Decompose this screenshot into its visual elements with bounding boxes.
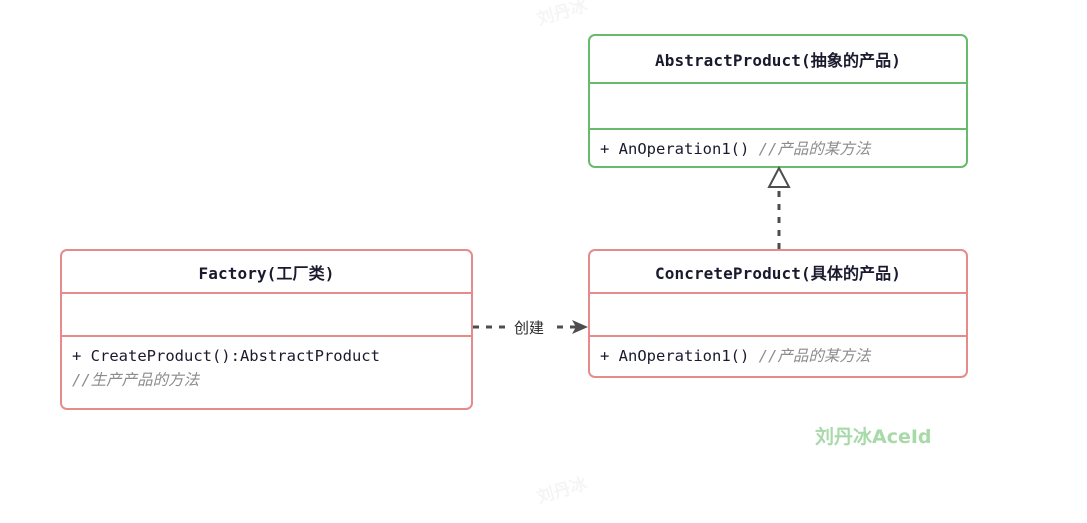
operation-row: + AnOperation1() //产品的某方法 — [600, 344, 956, 368]
watermark-faint-bottom: 刘丹冰 — [534, 473, 590, 508]
watermark-faint-top: 刘丹冰 — [534, 0, 590, 30]
class-divider — [590, 128, 966, 130]
operation-row: + AnOperation1() //产品的某方法 — [600, 137, 956, 161]
class-title-concrete-product: ConcreteProduct(具体的产品) — [655, 263, 901, 283]
class-operations-abstract-product: + AnOperation1() //产品的某方法 — [590, 130, 966, 166]
open-arrowhead — [572, 320, 588, 334]
class-attributes-abstract-product — [590, 84, 966, 128]
class-operations-factory: + CreateProduct():AbstractProduct //生产产品… — [62, 337, 471, 400]
class-attributes-concrete-product — [590, 294, 966, 335]
connector-realization — [767, 165, 791, 249]
class-box-concrete-product[interactable]: ConcreteProduct(具体的产品) + AnOperation1() … — [588, 249, 968, 378]
class-divider — [590, 82, 966, 84]
watermark-author: 刘丹冰AceId — [815, 426, 932, 448]
class-box-abstract-product[interactable]: AbstractProduct(抽象的产品) + AnOperation1() … — [588, 34, 968, 168]
operation-signature: + CreateProduct():AbstractProduct — [72, 347, 380, 365]
class-box-factory[interactable]: Factory(工厂类) + CreateProduct():AbstractP… — [60, 249, 473, 410]
operation-comment: //生产产品的方法 — [72, 371, 200, 390]
class-title-abstract-product: AbstractProduct(抽象的产品) — [655, 51, 901, 70]
class-operations-concrete-product: + AnOperation1() //产品的某方法 — [590, 337, 966, 376]
operation-signature: + AnOperation1() — [600, 140, 750, 158]
hollow-triangle-arrowhead — [767, 165, 791, 188]
class-divider — [590, 335, 966, 337]
operation-comment: //产品的某方法 — [758, 140, 871, 158]
operation-signature: + AnOperation1() — [600, 347, 750, 365]
class-divider — [62, 335, 471, 337]
class-title-factory: Factory(工厂类) — [198, 263, 335, 283]
class-divider — [62, 292, 471, 294]
class-divider — [590, 292, 966, 294]
connector-label-creates: 创建 — [512, 317, 547, 338]
operation-comment: //产品的某方法 — [758, 347, 871, 365]
class-attributes-factory — [62, 294, 471, 335]
